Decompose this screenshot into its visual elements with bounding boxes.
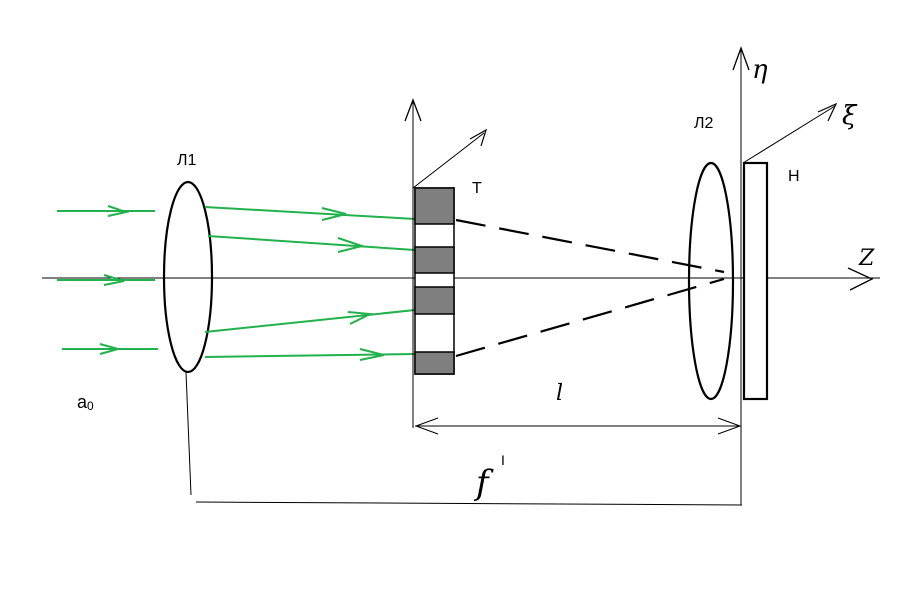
grating-slit xyxy=(414,246,455,274)
amplitude-label: a0 xyxy=(77,392,94,413)
ray-arrowhead xyxy=(99,343,122,355)
ray-arrowhead xyxy=(321,207,347,221)
distance-l-arrow-right xyxy=(717,417,742,435)
ray-arrowhead xyxy=(337,237,366,253)
lens-2-label: Л2 xyxy=(694,115,714,132)
incoming-rays xyxy=(57,205,158,355)
screen-axis-arrowhead xyxy=(732,46,750,71)
axis-z-arrowhead xyxy=(847,267,874,291)
axis-xi-label: ξ xyxy=(842,101,858,131)
grating-depth-arrowhead xyxy=(469,128,488,147)
lens-1 xyxy=(162,180,214,374)
screen-depth-arrowhead xyxy=(817,102,838,122)
lens-1-support xyxy=(185,371,192,496)
dashed-ray-lower xyxy=(455,277,725,358)
grating-axis-arrowhead xyxy=(404,98,422,122)
dashed-ray-upper xyxy=(455,218,725,274)
focal-length-prime: I xyxy=(501,452,505,468)
grating-depth-axis xyxy=(412,132,485,189)
grating-slit xyxy=(414,286,455,315)
lens-1-label: Л1 xyxy=(177,152,197,169)
grating xyxy=(414,187,455,375)
ray-arrowhead xyxy=(107,205,130,217)
screen-label: Н xyxy=(788,168,800,185)
distance-l-label: l xyxy=(556,381,563,406)
ray-arrowhead xyxy=(347,311,374,325)
ray-arrowhead xyxy=(103,274,125,286)
distance-l-arrow-left xyxy=(414,417,439,435)
screen-depth-axis xyxy=(742,105,836,164)
amplitude-letter: a xyxy=(77,392,88,412)
ray xyxy=(204,309,416,333)
ray-arrowhead xyxy=(359,348,385,361)
ray xyxy=(207,235,416,251)
amplitude-subscript: 0 xyxy=(87,399,94,413)
grating-slit xyxy=(414,351,455,375)
converging-rays xyxy=(204,206,416,361)
grating-label: Т xyxy=(472,180,482,197)
diffraction-lines xyxy=(455,218,725,358)
axis-z-label: Z xyxy=(858,246,875,271)
axis-eta-label: η xyxy=(752,55,768,85)
lens-2 xyxy=(687,161,735,401)
screen xyxy=(742,161,769,401)
focal-length-line xyxy=(195,501,743,506)
ray xyxy=(204,206,416,220)
focal-length-label: f xyxy=(473,463,494,503)
grating-slit xyxy=(414,187,455,225)
